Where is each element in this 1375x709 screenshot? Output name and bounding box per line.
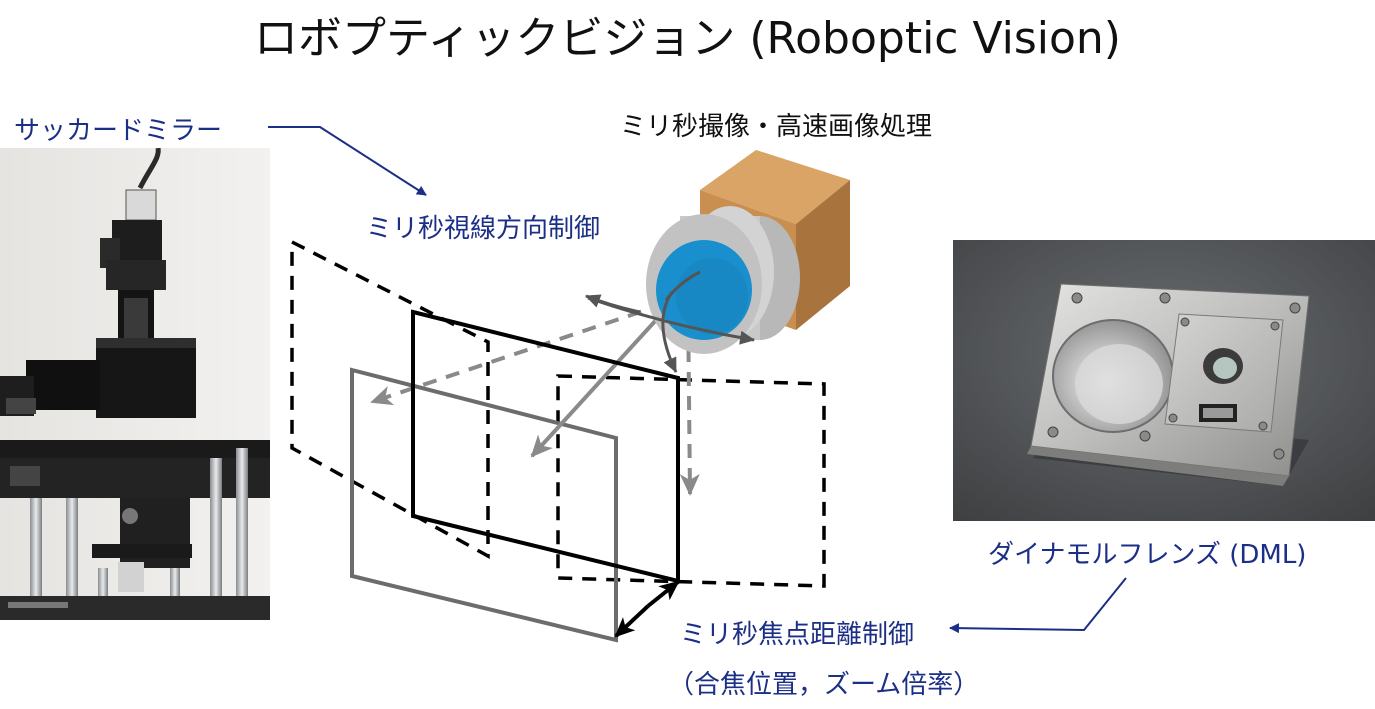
gaze-control-label: ミリ秒視線方向制御 <box>366 214 601 244</box>
gaze-dashed-arrow-left <box>370 302 665 406</box>
focus-sub-label: （合焦位置，ズーム倍率） <box>668 670 980 700</box>
dml-photo <box>953 240 1375 521</box>
dml-leader-line <box>949 577 1127 634</box>
gray-image-plane <box>350 367 618 643</box>
high-speed-camera <box>646 150 850 354</box>
left-dashed-plane <box>290 239 490 559</box>
saccade-leader-line <box>268 126 427 196</box>
focus-control-label: ミリ秒焦点距離制御 <box>680 620 915 650</box>
focus-distance-arrow <box>614 604 650 638</box>
optical-axis-arrow <box>530 294 680 458</box>
right-dashed-plane <box>556 374 826 588</box>
focus-plane <box>411 309 680 584</box>
saccade-mirror-label: サッカードミラー <box>14 116 223 146</box>
dml-label: ダイナモルフレンズ (DML) <box>988 540 1307 570</box>
camera-label: ミリ秒撮像・高速画像処理 <box>620 112 933 142</box>
saccade-mirror-photo <box>0 148 270 620</box>
diagram-title: ロボプティックビジョン (Roboptic Vision) <box>254 13 1121 64</box>
